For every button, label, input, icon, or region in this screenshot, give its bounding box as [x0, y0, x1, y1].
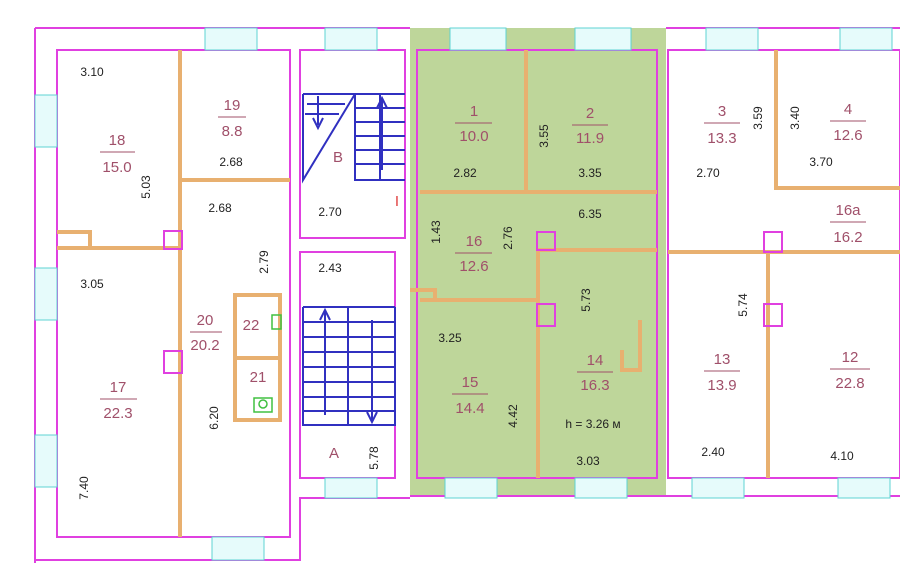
dim: 5.03 — [139, 175, 153, 199]
dim: 3.10 — [80, 65, 104, 79]
dim: 5.73 — [579, 288, 593, 312]
room-16-number: 16 — [466, 233, 483, 250]
room-labels: 18 15.0 19 8.8 20 20.2 22 21 17 22.3 1 1… — [100, 97, 870, 462]
room-19-number: 19 — [224, 97, 241, 114]
dimension-labels: 3.10 5.03 2.68 2.68 2.79 3.05 6.20 7.40 … — [77, 65, 854, 500]
stair-b-label: В — [333, 149, 343, 166]
dim: 1.43 — [429, 220, 443, 244]
room-15-area: 14.4 — [455, 400, 484, 417]
dim: 6.35 — [578, 207, 602, 221]
room-18-area: 15.0 — [102, 159, 131, 176]
room-1-area: 10.0 — [459, 128, 488, 145]
room-14-number: 14 — [587, 352, 604, 369]
room-15-number: 15 — [462, 374, 479, 391]
dim: 2.70 — [318, 205, 342, 219]
dim: 5.74 — [736, 293, 750, 317]
sanitary-fixtures — [253, 314, 282, 413]
room-21-number: 21 — [250, 369, 267, 386]
dim: 3.05 — [80, 277, 104, 291]
dim: 6.20 — [207, 406, 221, 430]
dim: 2.82 — [453, 166, 477, 180]
room-3-area: 13.3 — [707, 130, 736, 147]
room-12-number: 12 — [842, 349, 859, 366]
height-note: h = 3.26 м — [565, 417, 620, 431]
stair-b — [302, 93, 405, 184]
marker-label: I — [395, 193, 399, 210]
room-3-number: 3 — [718, 103, 726, 120]
dim: 4.10 — [830, 449, 854, 463]
room-14-area: 16.3 — [580, 377, 609, 394]
stair-a-label: А — [329, 445, 339, 462]
room-17-area: 22.3 — [103, 405, 132, 422]
windows — [34, 27, 893, 561]
room-1-number: 1 — [470, 103, 478, 120]
room-18-number: 18 — [109, 132, 126, 149]
dim: 3.59 — [751, 106, 765, 130]
dim: 3.55 — [537, 124, 551, 148]
room-4-area: 12.6 — [833, 127, 862, 144]
dim: 4.42 — [506, 404, 520, 428]
dim: 2.40 — [701, 445, 725, 459]
room-20-area: 20.2 — [190, 337, 219, 354]
dim: 2.43 — [318, 261, 342, 275]
partitions — [57, 50, 900, 537]
room-13-number: 13 — [714, 351, 731, 368]
room-2-area: 11.9 — [576, 130, 604, 147]
dim: 2.68 — [208, 201, 232, 215]
room-12-area: 22.8 — [835, 375, 864, 392]
room-16a-area: 16.2 — [833, 229, 862, 246]
room-19-area: 8.8 — [222, 123, 243, 140]
room-22-number: 22 — [243, 317, 260, 334]
room-20-number: 20 — [197, 312, 214, 329]
dim: 3.40 — [788, 106, 802, 130]
dim: 2.76 — [501, 226, 515, 250]
room-16-area: 12.6 — [459, 258, 488, 275]
dim: 7.40 — [77, 476, 91, 500]
dim: 2.70 — [696, 166, 720, 180]
dim: 5.78 — [367, 446, 381, 470]
dim: 3.25 — [438, 331, 462, 345]
room-16a-number: 16а — [835, 202, 861, 219]
dim: 3.70 — [809, 155, 833, 169]
dim: 2.79 — [257, 250, 271, 274]
dim: 3.35 — [578, 166, 602, 180]
stair-a — [302, 306, 396, 426]
room-13-area: 13.9 — [707, 377, 736, 394]
columns — [163, 230, 783, 374]
dim: 2.68 — [219, 155, 243, 169]
room-17-number: 17 — [110, 379, 127, 396]
room-2-number: 2 — [586, 105, 594, 122]
room-4-number: 4 — [844, 101, 852, 118]
dim: 3.03 — [576, 454, 600, 468]
